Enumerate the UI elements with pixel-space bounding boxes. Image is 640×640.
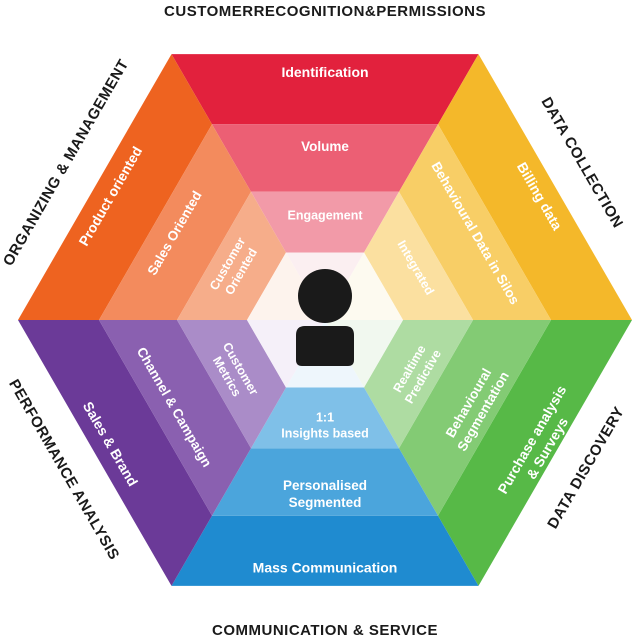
segment-top-middle [212, 124, 438, 192]
segment-upper-right-outer [438, 54, 632, 320]
segment-upper-left-inner [177, 191, 286, 320]
segment-lower-right-outer [438, 320, 632, 586]
segment-upper-left-outer [18, 54, 212, 320]
person-icon [296, 269, 354, 366]
outer-label-top: CUSTOMERRECOGNITION&PERMISSIONS [164, 3, 486, 20]
person-head [298, 269, 352, 323]
diagram-rings [18, 54, 632, 586]
segment-bottom-inner [251, 387, 399, 449]
label-bottom-outer: Mass Communication [253, 560, 398, 576]
outer-label-bottom: COMMUNICATION & SERVICE [212, 622, 438, 639]
segment-upper-right-middle [399, 124, 551, 320]
segment-bottom-middle [212, 448, 438, 516]
segment-bottom-outer [171, 515, 479, 586]
segment-top-inner [251, 191, 399, 253]
segment-top-outer [171, 54, 479, 125]
segment-lower-left-middle [99, 320, 251, 516]
person-body [296, 326, 354, 366]
label-top-middle: Volume [301, 139, 349, 154]
segment-lower-left-outer [18, 320, 212, 586]
label-top-outer: Identification [281, 64, 368, 80]
label-top-inner: Engagement [287, 208, 363, 222]
segment-upper-right-inner [364, 191, 473, 320]
segment-lower-right-middle [399, 320, 551, 516]
segment-upper-left-middle [99, 124, 251, 320]
segment-lower-right-inner [364, 320, 473, 449]
segment-lower-left-inner [177, 320, 286, 449]
